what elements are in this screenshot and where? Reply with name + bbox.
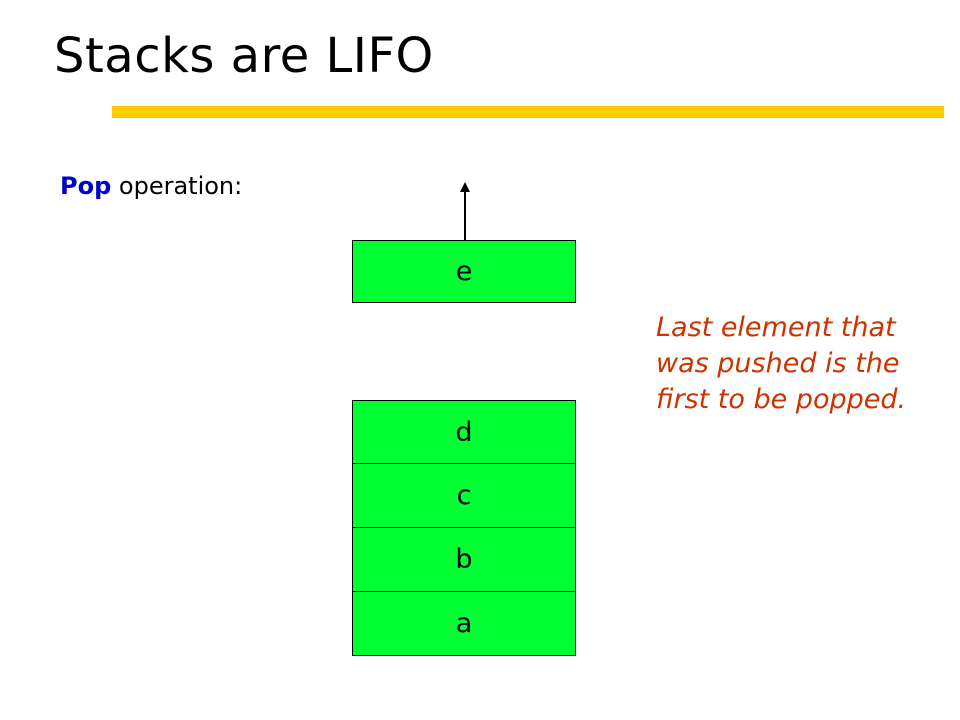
operation-label: Pop operation: bbox=[60, 172, 242, 200]
pop-arrow-icon bbox=[460, 182, 470, 240]
slide-title: Stacks are LIFO bbox=[54, 28, 434, 84]
title-underline-bar bbox=[112, 106, 944, 118]
operation-label-rest: operation: bbox=[111, 172, 243, 200]
stack-cell: a bbox=[352, 592, 576, 656]
stack-cell: b bbox=[352, 528, 576, 592]
popped-element-cell: e bbox=[352, 240, 576, 303]
operation-keyword: Pop bbox=[60, 172, 112, 200]
lifo-note: Last element that was pushed is the firs… bbox=[656, 312, 907, 415]
stack-cell: d bbox=[352, 400, 576, 464]
stack-column: d c b a bbox=[352, 400, 576, 656]
stack-cell: c bbox=[352, 464, 576, 528]
